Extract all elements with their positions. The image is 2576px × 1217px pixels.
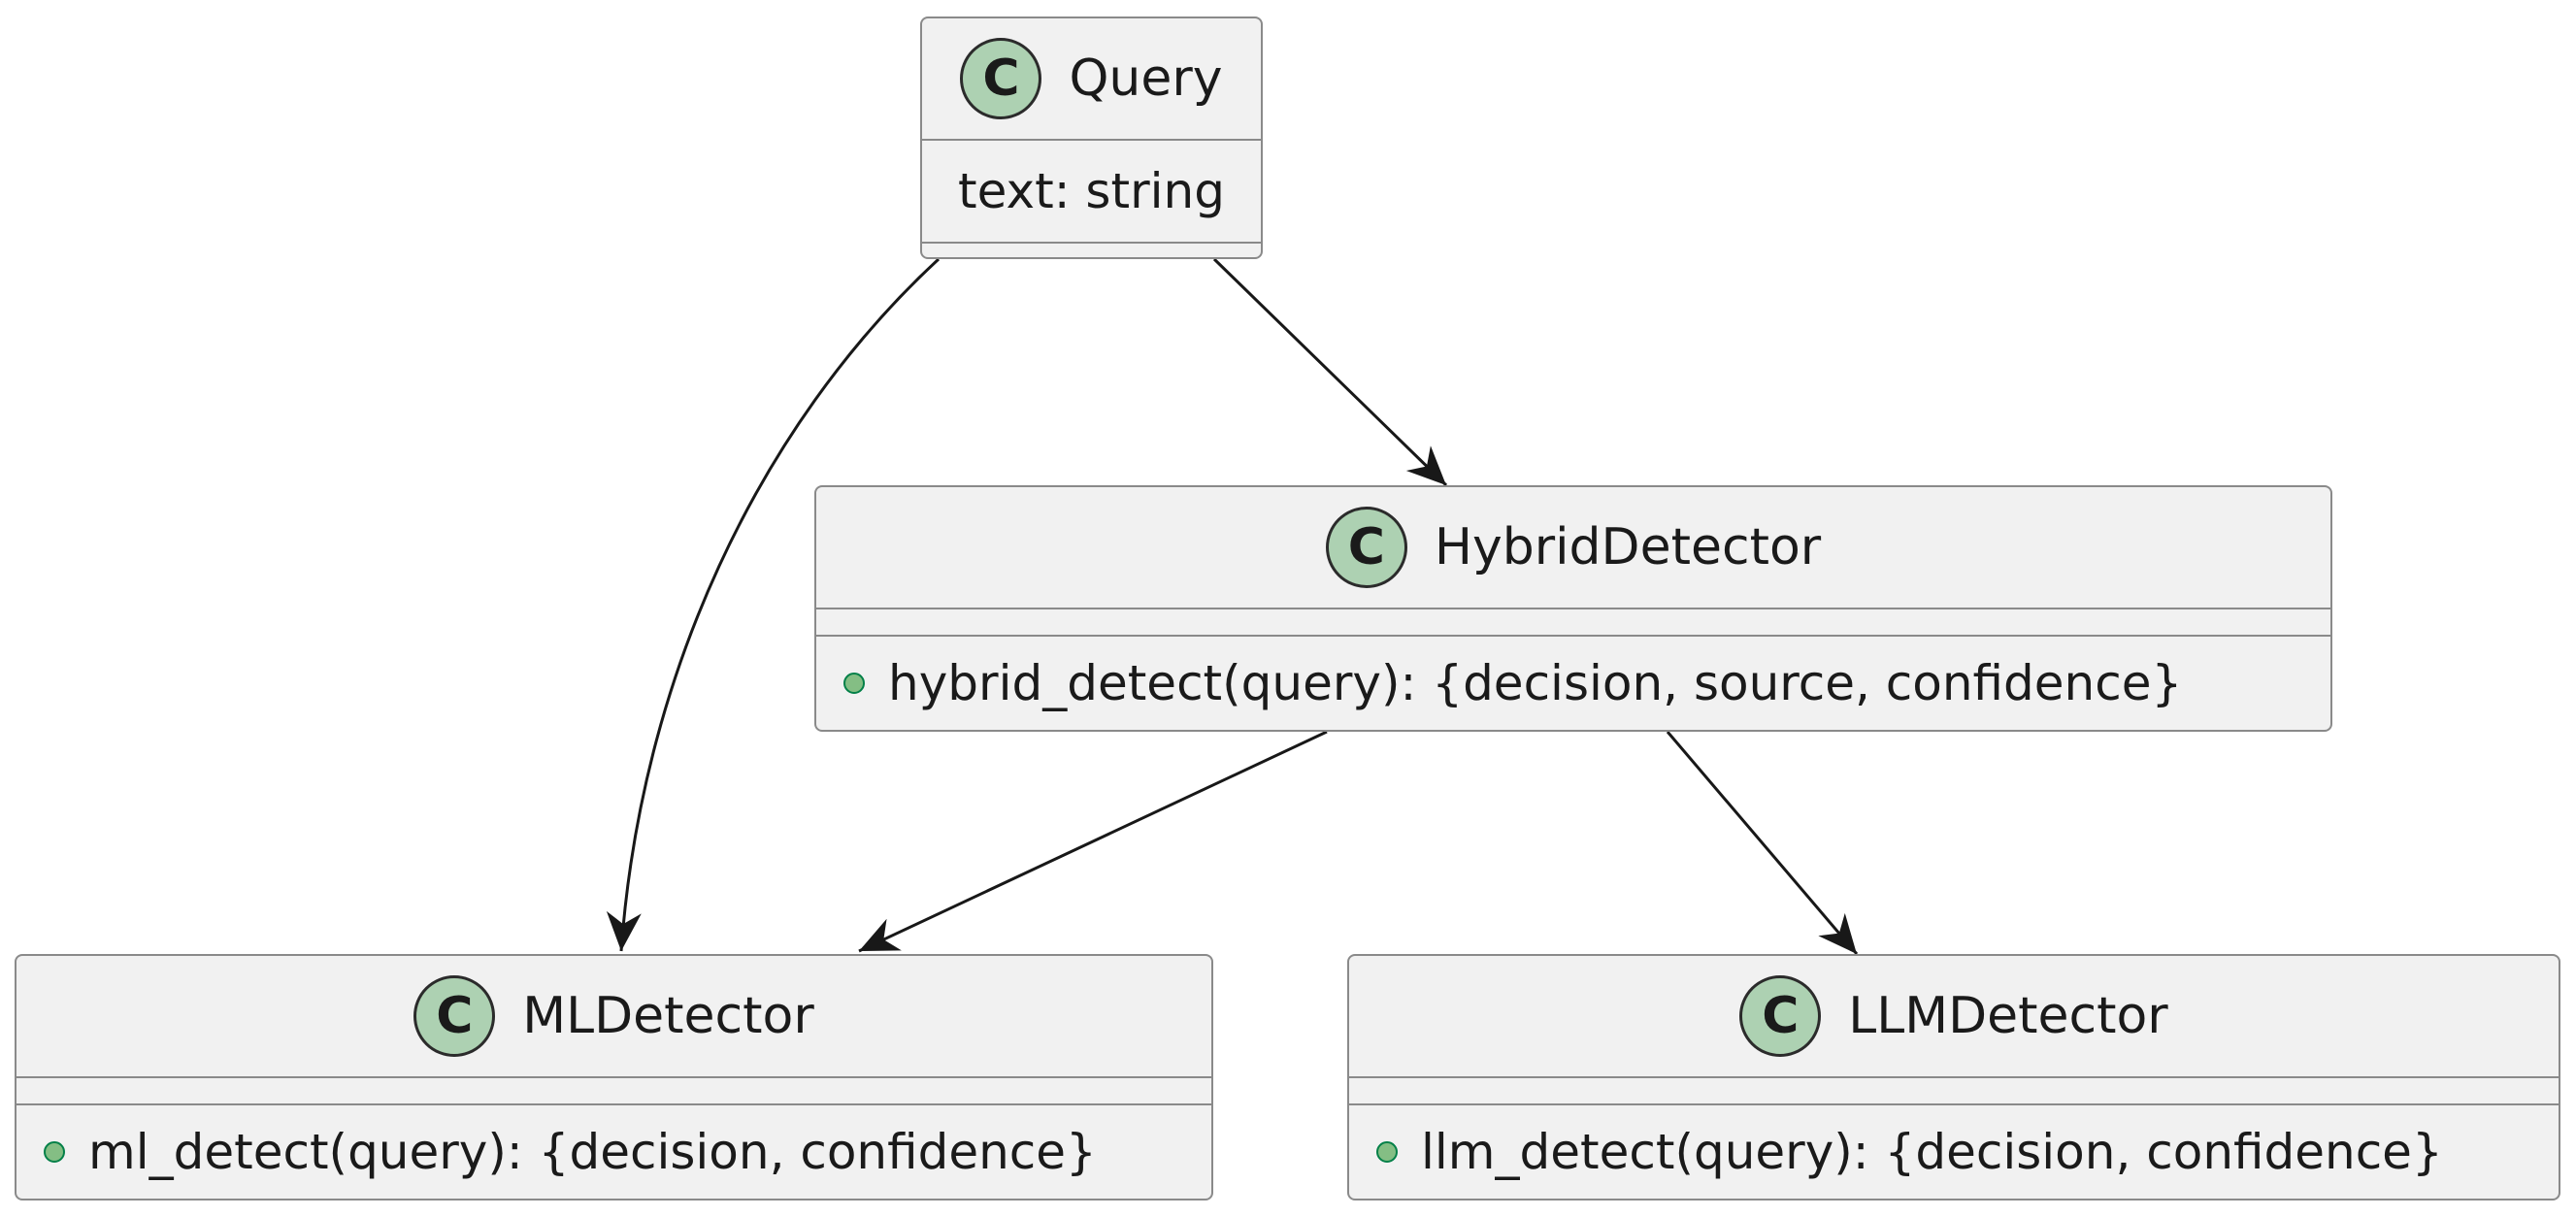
class-name: MLDetector <box>522 987 814 1045</box>
public-visibility-icon <box>843 673 865 694</box>
class-query[interactable]: C Query text: string <box>920 16 1263 259</box>
class-divider <box>17 1103 1211 1105</box>
class-name: Query <box>1069 49 1223 108</box>
class-llmdetector-header: C LLMDetector <box>1349 956 2559 1076</box>
public-visibility-icon <box>1376 1141 1398 1163</box>
arrow-hybriddetector-to-mldetector <box>858 730 1328 953</box>
class-divider <box>816 608 2330 609</box>
class-divider <box>922 139 1261 141</box>
class-hybriddetector[interactable]: C HybridDetector hybrid_detect(query): {… <box>814 485 2332 732</box>
method-signature: hybrid_detect(query): {decision, source,… <box>888 655 2183 711</box>
class-badge-c-icon: C <box>960 38 1042 119</box>
class-divider <box>17 1076 1211 1078</box>
arrow-query-to-mldetector <box>606 257 941 952</box>
class-name: HybridDetector <box>1434 518 1822 576</box>
method-signature: ml_detect(query): {decision, confidence} <box>88 1124 1097 1180</box>
class-divider <box>1349 1076 2559 1078</box>
class-badge-c-icon: C <box>1739 975 1822 1057</box>
arrow-hybriddetector-to-llmdetector <box>1666 731 1859 955</box>
class-badge-c-icon: C <box>413 975 496 1057</box>
class-method: ml_detect(query): {decision, confidence} <box>17 1105 1211 1199</box>
class-name: LLMDetector <box>1848 987 2168 1045</box>
class-divider <box>922 242 1261 244</box>
class-hybriddetector-header: C HybridDetector <box>816 487 2330 608</box>
class-llmdetector[interactable]: C LLMDetector llm_detect(query): {decisi… <box>1347 954 2560 1201</box>
class-badge-c-icon: C <box>1325 507 1407 588</box>
class-method: llm_detect(query): {decision, confidence… <box>1349 1105 2559 1199</box>
arrow-query-to-hybriddetector <box>1212 257 1448 487</box>
public-visibility-icon <box>44 1141 65 1163</box>
class-method: hybrid_detect(query): {decision, source,… <box>816 637 2330 730</box>
class-field: text: string <box>958 163 1225 219</box>
class-query-header: C Query <box>922 18 1261 139</box>
class-mldetector[interactable]: C MLDetector ml_detect(query): {decision… <box>15 954 1213 1201</box>
class-divider <box>1349 1103 2559 1105</box>
class-divider <box>816 635 2330 637</box>
class-mldetector-header: C MLDetector <box>17 956 1211 1076</box>
method-signature: llm_detect(query): {decision, confidence… <box>1421 1124 2443 1180</box>
